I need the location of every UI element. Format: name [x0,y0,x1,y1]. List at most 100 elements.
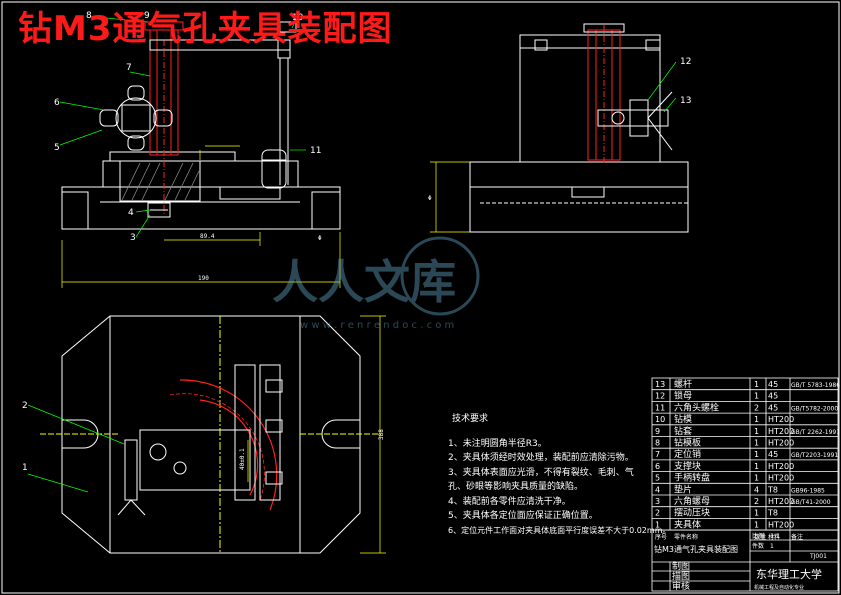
dim-d4: Φ [428,195,432,202]
bom-cell-no: 10 [655,415,665,424]
bom-cell-no: 6 [655,462,660,471]
title-block-scale-label: 比例 [752,532,764,540]
bom-header-qty: 数量 [754,533,766,541]
balloon-9: 9 [144,11,150,21]
note-line: 1、未注明圆角半径R3。 [448,438,547,449]
bom-table [651,377,839,592]
bom-cell-qty: 1 [754,450,759,459]
notes-heading: 技术要求 [452,414,489,424]
title-block-sheet-label: 件数 [752,542,764,550]
bom-cell-std: GB/T2203-1991 [791,452,838,459]
bom-cell-mat: HT200 [768,415,794,424]
dim-d5: 388 [378,429,385,440]
note-line: 2、夹具体须经时效处理，装配前应清除污物。 [448,453,634,463]
bom-cell-name: 螺杆 [674,378,692,390]
bom-cell-mat: 45 [768,403,778,412]
top-view [27,315,386,554]
bom-cell-qty: 1 [754,520,759,529]
bom-header-mat: 材料 [768,533,780,541]
dim-d1: 89.4 [200,233,215,240]
front-base [61,186,341,230]
bom-cell-qty: 1 [754,415,759,424]
part-balloons: 8 9 10 7 6 5 4 3 11 2 1 12 13 [22,11,691,473]
bom-cell-no: 11 [655,403,665,412]
bom-cell-name: 摆动压块 [674,507,710,519]
bom-cell-name: 夹具体 [674,518,701,530]
dim-d6: 40±0.1 [239,448,246,470]
note-line: 3、夹具体表面应光滑，不得有裂纹、毛刺、气孔、砂眼等影响夹具质量的缺陷。 [448,467,634,493]
bom-cell-no: 5 [655,474,660,483]
title-block-drawn-by: 制图 [672,560,690,572]
bom-cell-qty: 2 [754,497,759,506]
hand-wheel [115,97,157,139]
bom-cell-qty: 1 [754,380,759,389]
bom-cell-mat: 45 [768,392,778,401]
bom-header-no: 序号 [655,533,667,541]
bom-cell-mat: HT200 [768,439,794,448]
bom-cell-qty: 1 [754,462,759,471]
bom-cell-std: GB/T41-2000 [791,499,831,506]
balloon-2: 2 [22,401,28,411]
title-block-dept: 机械工程及自动化专业 [754,584,804,591]
balloon-11: 11 [310,146,321,156]
note-line: 6、定位元件工作面对夹具体底面平行度误差不大于0.02mm。 [448,525,671,535]
top-plate [61,315,361,554]
watermark: 人人文库 w w w . r e n r e n d o c . c o m [272,236,480,331]
watermark-url: w w w . r e n r e n d o c . c o m [300,320,454,331]
bom-cell-qty: 1 [754,474,759,483]
title-block-checked-by: 描图 [672,570,690,582]
note-line: 5、夹具体各定位面应保证正确位置。 [448,511,598,521]
bom-cell-qty: 2 [754,403,759,412]
balloon-8: 8 [86,11,92,21]
side-body [519,34,661,163]
bom-cell-qty: 1 [754,439,759,448]
bom-cell-mat: HT200 [768,497,794,506]
bom-header-name: 零件名称 [674,533,698,541]
note-line: 4、装配前各零件应清洗干净。 [448,496,571,507]
bom-cell-name: 六角头螺栓 [674,401,719,413]
side-view [430,23,689,233]
bom-cell-mat: 45 [768,450,778,459]
bom-cell-name: 垫片 [674,483,692,495]
bom-cell-mat: HT200 [768,474,794,483]
bom-cell-name: 钻模 [674,413,692,425]
bom-cell-no: 3 [655,497,660,506]
bom-cell-qty: 1 [754,509,759,518]
bom-cell-no: 8 [655,439,660,448]
bom-cell-qty: 4 [754,485,759,494]
bom-cell-std: GB/T 2262-1991 [791,429,840,436]
bom-header-std: 备注 [791,533,803,541]
bom-cell-mat: HT200 [768,520,794,529]
bom-cell-name: 支撑块 [674,460,701,472]
bom-cell-mat: HT200 [768,427,794,436]
balloon-13: 13 [680,96,691,106]
bom-cell-name: 锁母 [674,390,692,402]
watermark-brand: 人人文库 [272,255,456,309]
dim-d2: 190 [198,275,209,282]
title-block-drawing-name: 钻M3通气孔夹具装配图 [654,544,738,554]
bom-cell-name: 钻套 [674,425,692,437]
balloon-10: 10 [292,13,304,23]
title-block-sheet: 1 [770,543,774,550]
title-block-scale: 1:1 [770,533,780,540]
title-block-school: 东华理工大学 [756,567,822,581]
balloon-3: 3 [130,233,136,243]
bom-cell-name: 手柄转盘 [674,472,710,484]
bom-cell-mat: 45 [768,380,778,389]
dim-d3: Φ [318,235,322,242]
balloon-4: 4 [128,208,134,218]
balloon-12: 12 [680,57,691,67]
bom-cell-mat: HT200 [768,462,794,471]
bom-cell-no: 9 [655,427,660,436]
bom-cell-name: 六角螺母 [674,495,710,507]
bom-cell-std: GB96-1985 [791,487,825,494]
title-block-approved-by: 审核 [672,580,690,592]
technical-notes: 技术要求 1、未注明圆角半径R3。 2、夹具体须经时效处理，装配前应清除污物。 … [448,412,671,538]
bom-cell-no: 4 [655,485,660,494]
balloon-1: 1 [22,463,28,473]
bom-cell-name: 定位销 [674,448,701,460]
bom-cell-std: GB/T 5783-1986 [791,382,840,389]
